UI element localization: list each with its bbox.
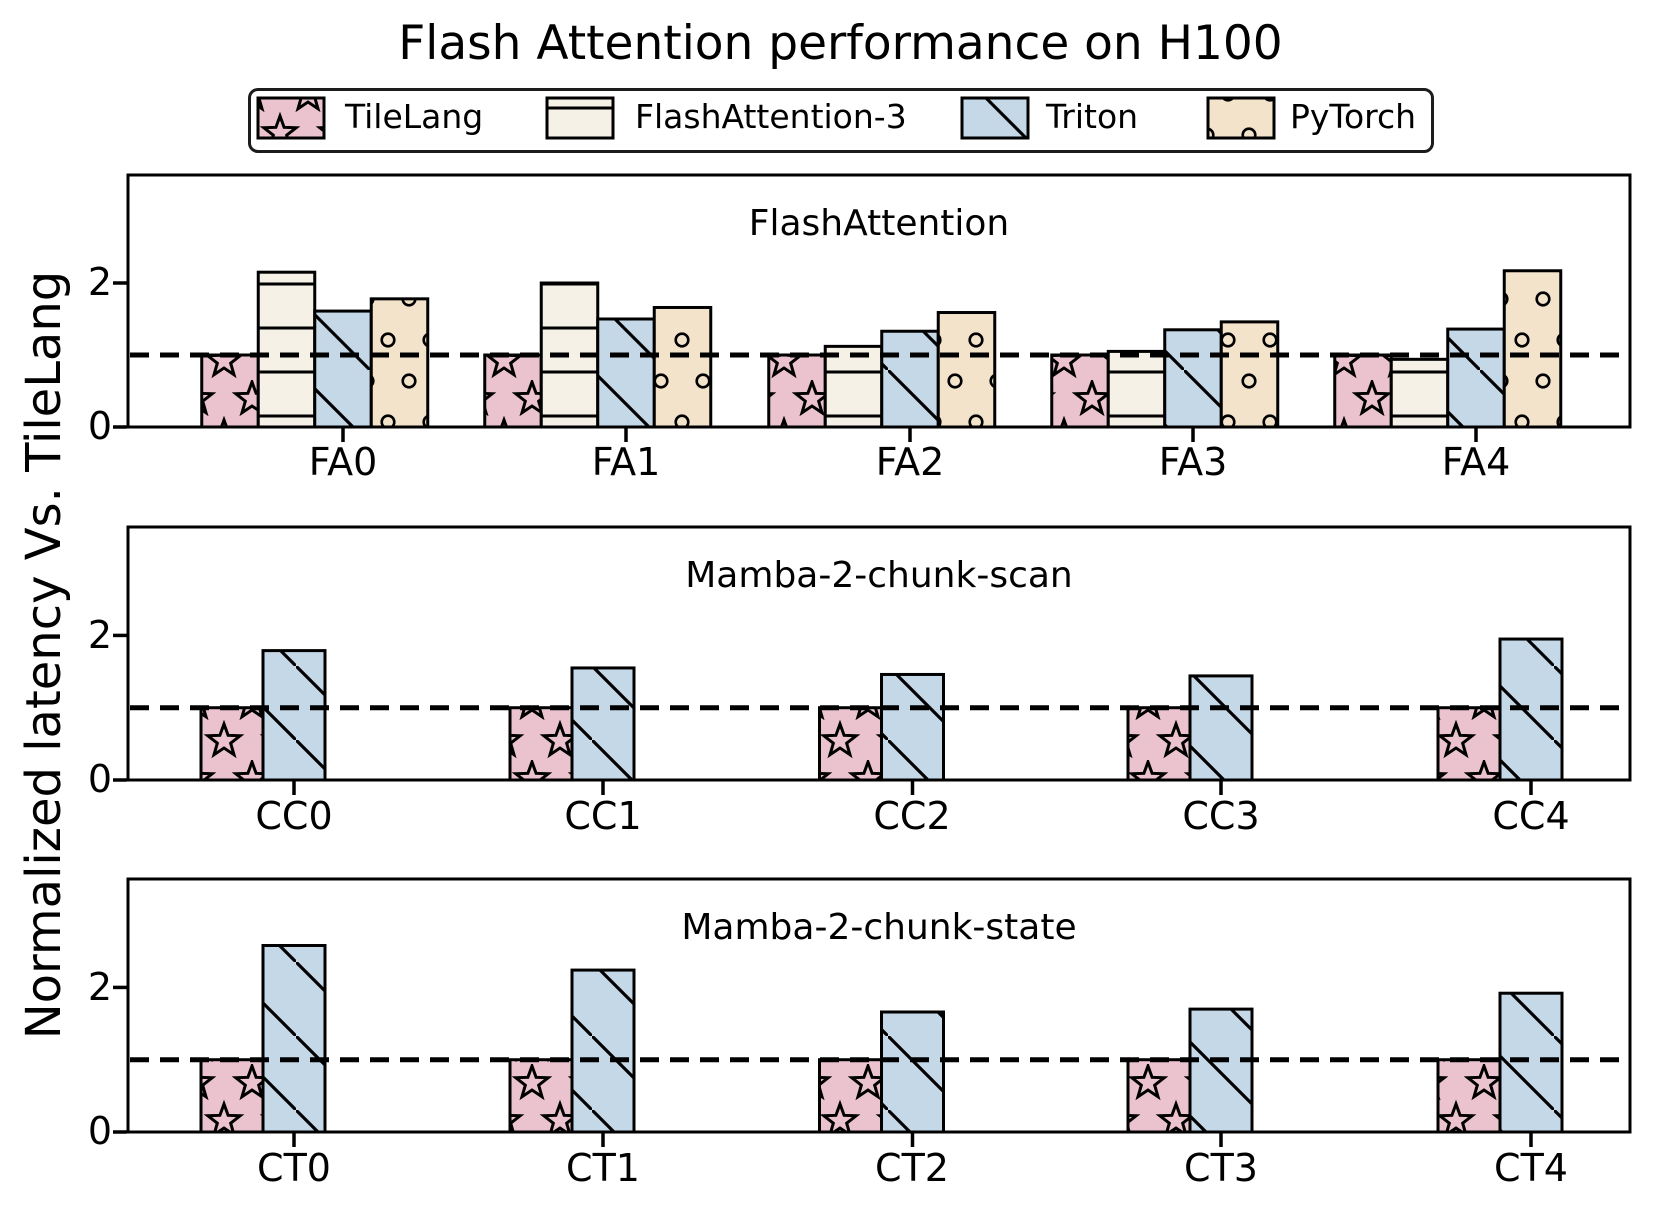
legend-swatch-tilelang-icon-hatch (258, 98, 324, 138)
bar-pytorch-fa0-hatch (371, 298, 428, 427)
x-tick-label: CT3 (1184, 1146, 1258, 1190)
y-tick-label: 0 (87, 757, 112, 801)
bar-triton-fa4-hatch (1447, 329, 1505, 427)
x-tick-label: FA2 (875, 440, 945, 484)
bar-tilelang-ct2-hatch (819, 1059, 882, 1132)
bar-pytorch-fa1-hatch (654, 307, 711, 427)
x-tick-label: CT1 (566, 1146, 640, 1190)
legend (248, 88, 1434, 153)
bar-tilelang-cc2-hatch (819, 707, 882, 780)
bar-triton-cc3-hatch (1190, 675, 1252, 780)
legend-label-tilelang: TileLang (345, 97, 484, 136)
x-tick-label: CC0 (255, 794, 333, 838)
bar-pytorch-fa3-hatch (1221, 321, 1278, 427)
legend-label-flashattention-3: FlashAttention-3 (635, 97, 907, 136)
bar-triton-cc1-hatch (572, 667, 634, 780)
y-tick-label: 2 (87, 613, 112, 657)
bar-triton-fa1-hatch (597, 319, 655, 427)
x-tick-label: FA0 (308, 440, 378, 484)
x-tick-label: FA1 (591, 440, 661, 484)
legend-swatch-pytorch-icon-edge (1206, 96, 1276, 140)
bar-flashattention-3-fa2-hatch (825, 346, 882, 427)
x-tick-label: CC4 (1492, 794, 1570, 838)
bar-tilelang-ct0-hatch (201, 1059, 263, 1132)
x-tick-label: CC1 (564, 794, 642, 838)
bar-triton-cc2-hatch (881, 674, 944, 780)
bar-pytorch-fa4-hatch (1504, 270, 1561, 427)
bar-tilelang-ct4-hatch (1438, 1059, 1500, 1132)
bar-flashattention-3-fa4-hatch (1391, 359, 1448, 427)
x-tick-label: CC2 (873, 794, 951, 838)
subplot-title-mamba-2-chunk-scan: Mamba-2-chunk-scan (685, 555, 1073, 596)
y-tick-label: 0 (87, 404, 112, 448)
bar-triton-ct4-hatch (1500, 993, 1562, 1132)
bar-triton-fa3-hatch (1164, 329, 1222, 427)
subplot-title-flashattention: FlashAttention (748, 203, 1010, 244)
bar-pytorch-fa2-hatch (938, 312, 995, 427)
bar-tilelang-fa4-hatch (1334, 355, 1392, 427)
bar-tilelang-ct1-hatch (510, 1059, 572, 1132)
bar-tilelang-fa3-hatch (1051, 355, 1109, 427)
legend-swatch-flashattention-3-icon-edge (545, 96, 615, 140)
bar-tilelang-cc3-hatch (1128, 707, 1190, 780)
bar-triton-cc0-hatch (263, 650, 325, 780)
y-tick-label: 2 (87, 965, 112, 1009)
legend-swatch-flashattention-3-icon-hatch (547, 98, 613, 138)
bar-tilelang-cc0-hatch (201, 707, 263, 780)
bar-triton-ct2-hatch (881, 1012, 944, 1132)
x-tick-label: FA4 (1441, 440, 1511, 484)
bar-triton-ct1-hatch (572, 970, 634, 1132)
bar-tilelang-fa2-hatch (768, 355, 826, 427)
bar-tilelang-ct3-hatch (1128, 1059, 1190, 1132)
legend-swatch-tilelang-icon-edge (256, 96, 326, 140)
bar-triton-ct0-hatch (263, 945, 325, 1132)
legend-label-triton: Triton (1046, 97, 1139, 136)
x-tick-label: CT0 (257, 1146, 331, 1190)
subplot-spines (126, 877, 1632, 1134)
legend-swatch-triton-icon-hatch (962, 98, 1028, 138)
bar-triton-fa0-hatch (314, 311, 372, 427)
subplot-title-mamba-2-chunk-state: Mamba-2-chunk-state (681, 907, 1077, 948)
x-tick-label: CT4 (1494, 1146, 1568, 1190)
legend-swatch-pytorch-icon-hatch (1208, 98, 1274, 138)
y-tick-label: 2 (87, 260, 112, 304)
legend-label-pytorch: PyTorch (1290, 97, 1417, 136)
bar-triton-ct3-hatch (1190, 1009, 1252, 1132)
bar-flashattention-3-fa0-hatch (258, 272, 315, 427)
chart-title: Flash Attention performance on H100 (398, 16, 1283, 71)
legend-swatch-triton-icon-edge (960, 96, 1030, 140)
x-tick-label: FA3 (1158, 440, 1228, 484)
bar-tilelang-cc4-hatch (1438, 707, 1500, 780)
bar-triton-fa2-hatch (881, 331, 939, 427)
bar-tilelang-cc1-hatch (510, 707, 572, 780)
y-tick-label: 0 (87, 1109, 112, 1153)
bar-tilelang-fa1-hatch (484, 355, 542, 427)
x-tick-label: CT2 (875, 1146, 949, 1190)
x-tick-label: CC3 (1182, 794, 1260, 838)
bar-tilelang-fa0-hatch (201, 355, 259, 427)
subplot-spines (126, 525, 1632, 782)
bar-flashattention-3-fa3-hatch (1108, 351, 1165, 427)
subplot-spines (126, 173, 1632, 429)
